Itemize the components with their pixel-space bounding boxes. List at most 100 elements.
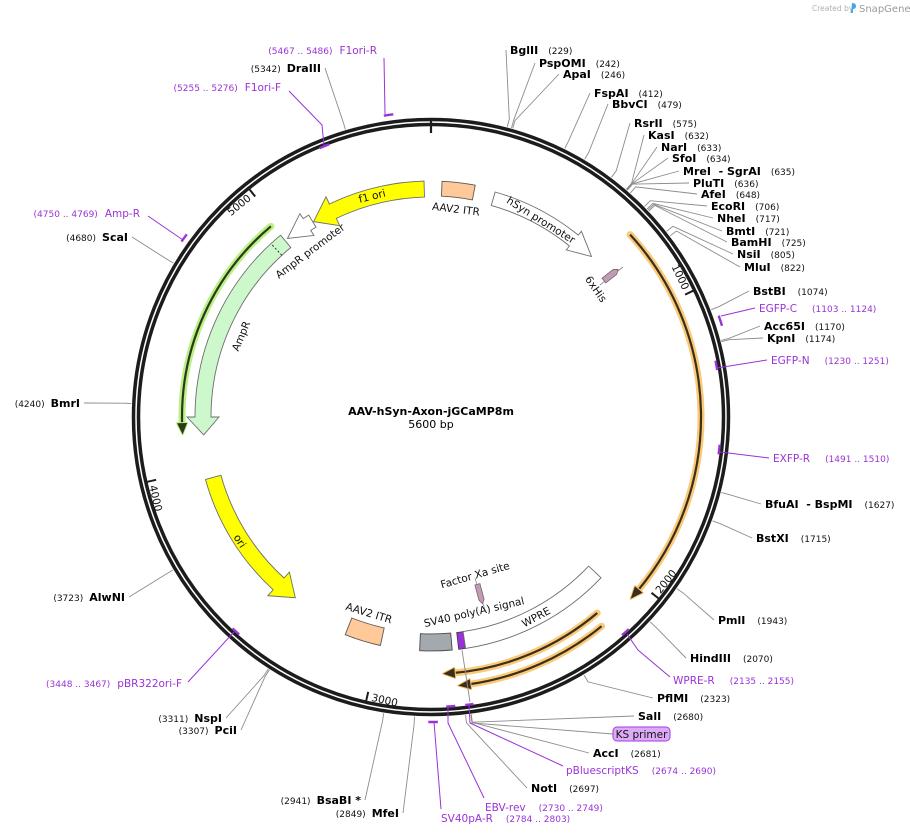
enzyme-site-label[interactable]: SalI(2680) [638,710,703,723]
enzyme-site-label[interactable]: (4240)BmrI [15,397,80,410]
enzyme-name: BstXI [756,532,789,545]
enzyme-name: AlwNI [89,591,125,604]
enzyme-location: (246) [601,71,625,81]
enzyme-leader-line [720,325,761,341]
enzyme-name: AfeI [701,188,726,201]
primer-mark-pbr322ori-f[interactable] [231,627,240,636]
orf-ampr[interactable] [176,222,275,436]
primer-name: EXFP-R [773,453,810,465]
enzyme-site-label[interactable]: NotI(2697) [531,782,599,795]
enzyme-site-label[interactable]: HindIII(2070) [690,652,773,665]
factor-xa-feature[interactable] [474,583,485,605]
aav2-itr-top-feature[interactable] [440,180,476,201]
wpre-feature[interactable] [462,565,602,649]
primer-name: EGFP-N [771,355,810,367]
enzyme-site-label[interactable]: BamHI(725) [731,236,806,249]
primer-labels: EGFP-C(1103 .. 1124) EGFP-N(1230 .. 1251… [34,45,890,825]
enzyme-site-label[interactable]: BbvCI(479) [612,98,682,111]
enzyme-site-label[interactable]: Acc65I(1170) [764,320,845,333]
enzyme-site-label[interactable]: NsiI(805) [737,248,795,261]
primer-name: F1ori-F [245,82,281,94]
backbone-ring[interactable] [131,117,731,717]
primer-leader [626,633,671,678]
enzyme-location: (4680) [66,234,96,244]
primer-label[interactable]: EXFP-R(1491 .. 1510) [773,453,889,465]
ampr-promoter-feature[interactable] [286,212,317,240]
primer-label[interactable]: EBV-rev(2730 .. 2749) [485,802,603,814]
primer-leader [719,451,770,459]
enzyme-site-label[interactable]: (5342)DraIII [251,62,321,75]
primer-mark-egfp-c[interactable] [717,315,724,327]
ori-feature[interactable] [204,474,296,599]
enzyme-leader-line [505,49,510,127]
ampr-feature[interactable] [185,234,292,436]
enzyme-site-label[interactable]: (3723)AlwNI [53,591,125,604]
enzyme-site-label[interactable]: (2941)BsaBI * [281,794,362,807]
primer-mark-pbluescriptks[interactable] [465,702,474,707]
primer-leader [288,90,325,147]
enzyme-site-label[interactable]: PmlI(1943) [718,614,787,627]
enzyme-site-label[interactable]: NheI(717) [717,212,780,225]
enzyme-location: (725) [782,239,806,249]
primer-mark-f1ori-r[interactable] [383,113,394,117]
enzyme-site-label[interactable]: PluTI(636) [693,177,758,190]
enzyme-site-label[interactable]: MluI(822) [744,261,805,274]
enzyme-location: (1174) [805,335,835,345]
enzyme-name: HindIII [690,652,731,665]
sv40-polya-feature[interactable] [419,632,453,652]
primer-mark-wpre-r[interactable] [621,628,630,637]
enzyme-name: BglII [510,44,538,57]
enzyme-leader-line [128,569,174,598]
primer-label[interactable]: (5467 .. 5486)F1ori-R [268,45,377,57]
primer-mark-ebv-rev[interactable] [446,704,456,708]
enzyme-site-label[interactable]: RsrII(575) [634,117,697,130]
enzyme-site-label[interactable]: BstXI(1715) [756,532,831,545]
primer-label[interactable]: SV40pA-R(2784 .. 2803) [441,813,570,825]
enzyme-location: (5342) [251,65,281,75]
orf-right[interactable] [626,231,705,600]
enzyme-site-label[interactable]: SfoI(634) [672,152,731,165]
primer-mark-amp-r[interactable] [180,233,188,243]
primer-label[interactable]: EGFP-C(1103 .. 1124) [759,303,876,315]
primer-label[interactable]: EGFP-N(1230 .. 1251) [771,355,889,367]
enzyme-site-label[interactable]: KasI(632) [648,129,709,142]
primer-location: (2674 .. 2690) [652,767,716,777]
enzyme-site-label[interactable]: KpnI(1174) [767,332,835,345]
enzyme-site-label[interactable]: BstBI(1074) [753,285,828,298]
orf-bottom-inner[interactable] [442,609,601,679]
enzyme-site-label[interactable]: ApaI(246) [563,68,625,81]
primer-mark-exfp-r[interactable] [717,444,721,455]
enzyme-site-label[interactable]: BglII(229) [510,44,572,57]
his-tag-feature[interactable] [601,267,620,284]
primer-label[interactable]: WPRE-R(2135 .. 2155) [673,675,794,687]
enzyme-site-label[interactable]: (2849)MfeI [336,807,399,820]
enzyme-site-label[interactable]: PflMI(2323) [657,692,730,705]
enzyme-site-label[interactable]: AfeI(648) [701,188,760,201]
primer-label[interactable]: pBluescriptKS(2674 .. 2690) [566,765,716,777]
ks-primer-box[interactable]: KS primer [612,726,671,742]
primer-mark-f1ori-f[interactable] [319,143,330,150]
enzyme-location: (633) [697,144,721,154]
enzyme-site-label[interactable]: EcoRI(706) [711,200,779,213]
enzyme-site-label[interactable]: MreI - SgrAI(635) [683,165,795,178]
primer-location: (2730 .. 2749) [539,804,603,814]
enzyme-site-label[interactable]: AccI(2681) [593,747,661,760]
aav2-itr-bottom-feature[interactable] [344,617,385,647]
enzyme-site-label[interactable]: BfuAI - BspMI(1627) [765,498,894,511]
enzyme-name: SalI [638,710,661,723]
enzyme-site-label[interactable]: NarI(633) [661,141,721,154]
enzyme-site-label[interactable]: FspAI(412) [594,87,663,100]
enzyme-site-label[interactable]: (3307)PciI [179,724,237,737]
f1-ori-feature[interactable] [312,180,425,227]
hsyn-promoter-feature[interactable] [490,191,593,258]
primer-label[interactable]: (5255 .. 5276)F1ori-F [174,82,282,94]
watermark-brand[interactable]: SnapGene [859,4,910,15]
enzyme-site-label[interactable]: PspOMI(242) [539,57,620,70]
enzyme-site-label[interactable]: (3311)NspI [158,712,222,725]
enzyme-site-label[interactable]: BmtI(721) [726,225,789,238]
primer-label[interactable]: (4750 .. 4769)Amp-R [34,208,140,220]
primer-mark-egfp-n[interactable] [714,360,719,371]
enzyme-name: EcoRI [711,200,745,213]
enzyme-site-label[interactable]: (4680)ScaI [66,231,128,244]
primer-label[interactable]: (3448 .. 3467)pBR322ori-F [46,678,182,690]
